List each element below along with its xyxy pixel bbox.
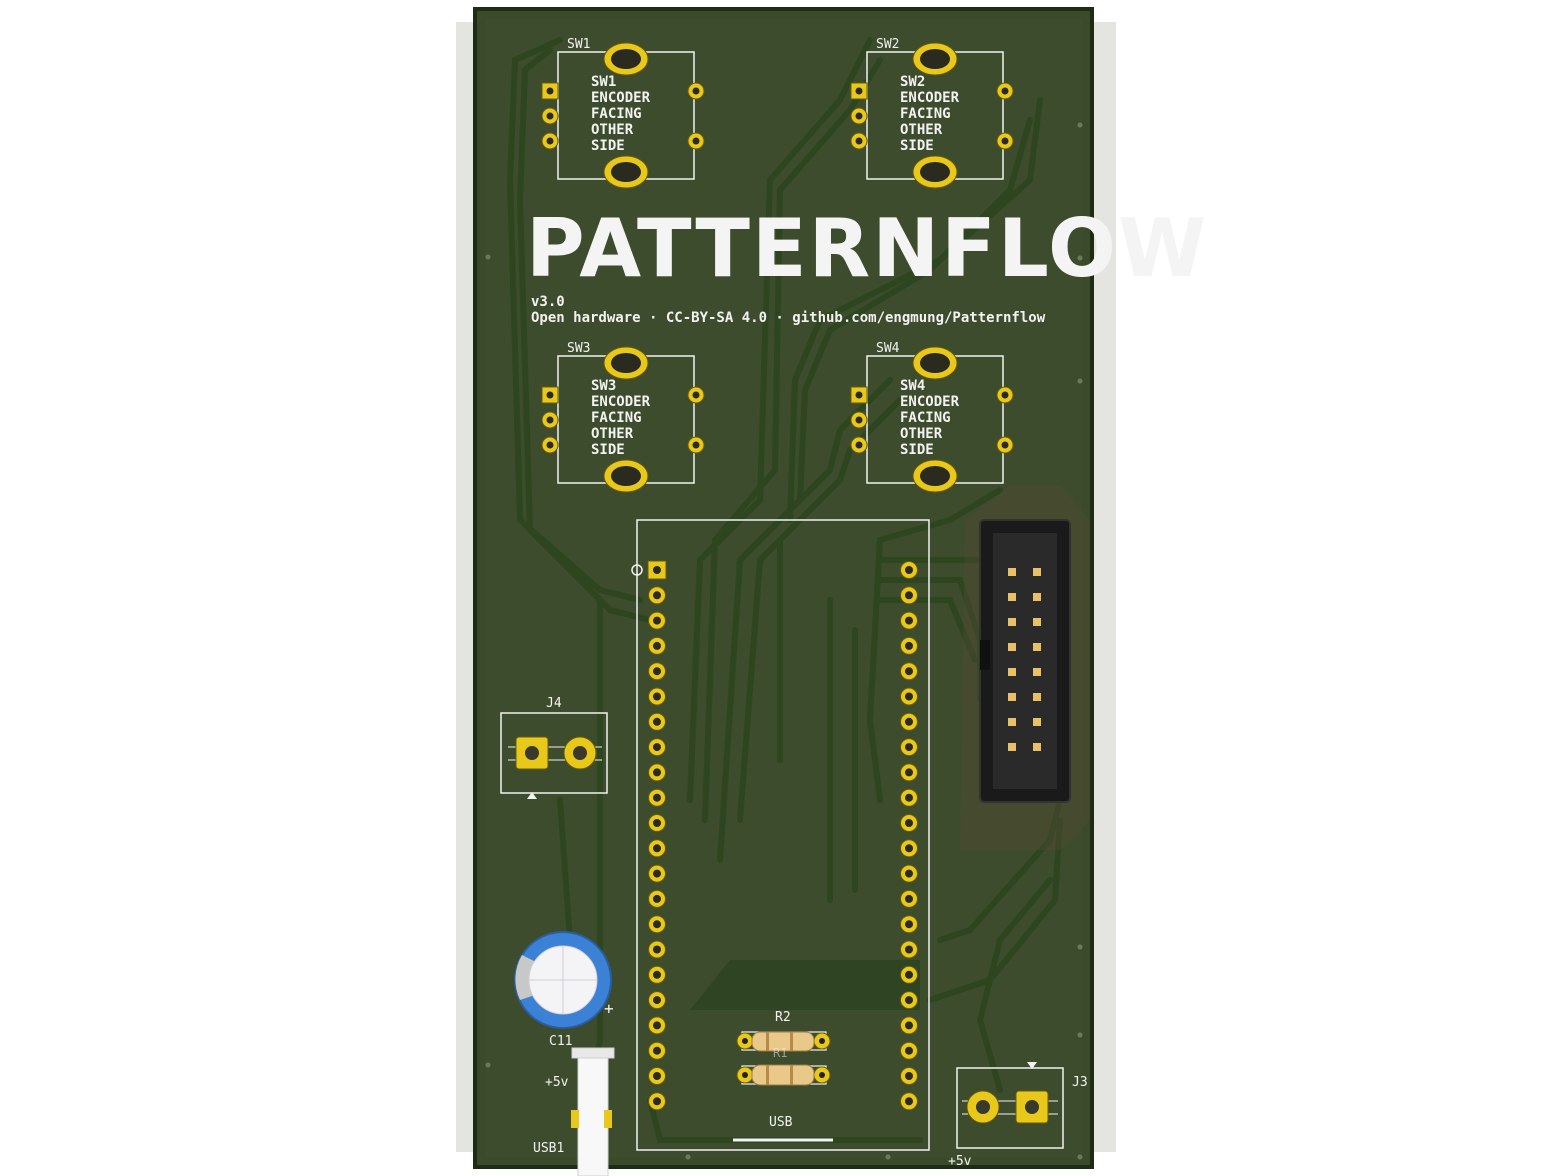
idc-pin <box>1008 718 1016 726</box>
mcu-pin-headers <box>647 560 918 1111</box>
idc-pin <box>1033 643 1041 651</box>
board-version: v3.0 <box>531 294 565 310</box>
idc-pin <box>1008 593 1016 601</box>
svg-text:FACING: FACING <box>900 106 951 122</box>
connector-j3: J3 +5v <box>948 1062 1088 1169</box>
svg-text:R2: R2 <box>775 1010 791 1025</box>
svg-text:SIDE: SIDE <box>591 442 625 458</box>
svg-text:J4: J4 <box>546 696 562 711</box>
capacitor-c11: + C11 <box>514 931 614 1049</box>
idc-pin <box>1008 693 1016 701</box>
svg-text:SIDE: SIDE <box>900 442 934 458</box>
switch-group: SW1SW1ENCODERFACINGOTHERSIDESW2SW2ENCODE… <box>541 37 1014 493</box>
svg-text:OTHER: OTHER <box>900 426 943 442</box>
svg-text:ENCODER: ENCODER <box>591 90 651 106</box>
svg-text:SW3: SW3 <box>591 378 616 394</box>
mcu-module-outline <box>636 519 930 1151</box>
svg-text:OTHER: OTHER <box>900 122 943 138</box>
idc-pin <box>1033 693 1041 701</box>
idc-pin <box>1008 568 1016 576</box>
svg-text:ENCODER: ENCODER <box>900 394 960 410</box>
idc-pin <box>1033 718 1041 726</box>
idc-pin <box>1033 593 1041 601</box>
svg-text:SW3: SW3 <box>567 341 590 356</box>
vias <box>485 122 1083 1160</box>
svg-text:R1: R1 <box>773 1046 787 1060</box>
connector-j4: J4 <box>500 696 608 799</box>
svg-text:J3: J3 <box>1072 1075 1088 1090</box>
pin1-marker <box>631 564 643 576</box>
svg-text:FACING: FACING <box>900 410 951 426</box>
svg-text:OTHER: OTHER <box>591 122 634 138</box>
svg-text:SIDE: SIDE <box>900 138 934 154</box>
svg-text:+5v: +5v <box>948 1154 972 1169</box>
board-title: PATTERNFLOW <box>526 202 1208 295</box>
svg-text:FACING: FACING <box>591 106 642 122</box>
idc-pin <box>1033 618 1041 626</box>
idc-pin <box>1008 643 1016 651</box>
usb-label: USB <box>769 1115 793 1130</box>
svg-text:USB1: USB1 <box>533 1141 564 1156</box>
svg-text:SW1: SW1 <box>591 74 616 90</box>
svg-text:OTHER: OTHER <box>591 426 634 442</box>
svg-text:FACING: FACING <box>591 410 642 426</box>
svg-text:SW4: SW4 <box>876 341 900 356</box>
svg-text:+5v: +5v <box>545 1075 569 1090</box>
resistor-r1: R1 <box>736 1046 831 1086</box>
svg-text:C11: C11 <box>549 1034 572 1049</box>
license-line: Open hardware · CC-BY-SA 4.0 · github.co… <box>531 310 1046 326</box>
idc-pin <box>1008 743 1016 751</box>
svg-text:SW2: SW2 <box>900 74 925 90</box>
usb1-connector: +5v USB1 <box>533 1047 615 1176</box>
idc-header <box>960 486 1090 850</box>
idc-pin <box>1033 568 1041 576</box>
svg-text:SIDE: SIDE <box>591 138 625 154</box>
svg-text:+: + <box>604 999 614 1018</box>
svg-text:SW2: SW2 <box>876 37 899 52</box>
idc-pin <box>1033 743 1041 751</box>
idc-pin <box>1008 618 1016 626</box>
idc-pin <box>1033 668 1041 676</box>
svg-text:SW4: SW4 <box>900 378 925 394</box>
idc-pin <box>1008 668 1016 676</box>
svg-text:ENCODER: ENCODER <box>591 394 651 410</box>
svg-text:SW1: SW1 <box>567 37 590 52</box>
resistor-r2: R2 <box>736 1010 831 1052</box>
svg-text:ENCODER: ENCODER <box>900 90 960 106</box>
